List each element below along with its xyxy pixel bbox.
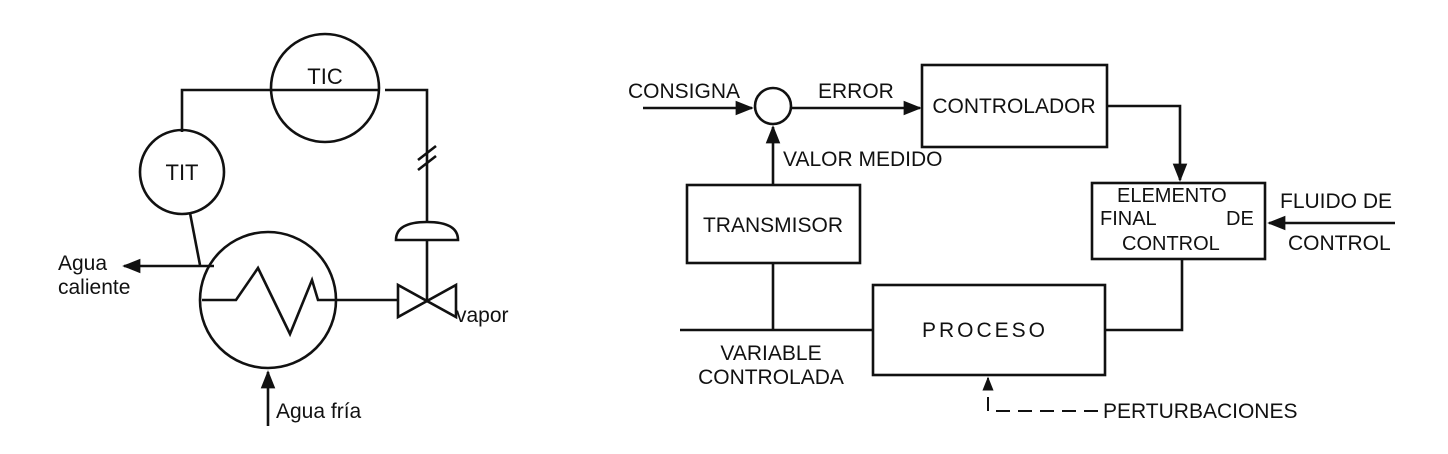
final-element-block [1090, 181, 1267, 261]
measured-value-label: VALOR MEDIDO [783, 148, 942, 171]
controlled-variable-label-1: VARIABLE [720, 342, 821, 365]
pid-diagram: TIC TIT Agua caliente Agua fría vapor [58, 32, 509, 426]
block-diagram: CONSIGNA ERROR CONTROLADOR ELEMENTO FINA… [628, 63, 1395, 423]
setpoint-label: CONSIGNA [628, 80, 740, 103]
summing-junction [753, 86, 793, 126]
transmitter-label: TRANSMISOR [703, 214, 843, 237]
control-fluid-label-2: CONTROL [1288, 232, 1391, 255]
tit-instrument [138, 128, 226, 216]
signal-line-tit-tic [180, 88, 270, 132]
hot-water-label-2: caliente [58, 276, 130, 299]
error-label: ERROR [818, 80, 894, 103]
control-fluid-label-1: FLUIDO DE [1280, 190, 1392, 213]
controller-label: CONTROLADOR [932, 95, 1095, 118]
pneumatic-tick-1 [417, 144, 437, 162]
final-element-label-2b: DE [1226, 208, 1254, 230]
final-element-to-process [1105, 259, 1184, 332]
valve-body-icon [396, 282, 458, 320]
exchanger-coil [202, 265, 398, 338]
valve-actuator [394, 220, 460, 242]
final-element-label-3: CONTROL [1122, 233, 1220, 255]
final-element-label-1: ELEMENTO [1117, 185, 1227, 207]
controlled-variable-label-2: CONTROLADA [698, 366, 844, 389]
disturbance-line [982, 376, 1098, 412]
signal-line-tic-valve [385, 88, 429, 222]
process-label: PROCESO [922, 319, 1048, 342]
tit-label: TIT [166, 160, 199, 185]
tic-instrument [269, 32, 381, 144]
final-element-label-2a: FINAL [1100, 208, 1157, 230]
pneumatic-tick-2 [417, 154, 437, 172]
disturbances-label: PERTURBACIONES [1103, 400, 1298, 423]
tic-label: TIC [307, 64, 343, 89]
tit-sensor-line [188, 212, 202, 266]
controller-to-final-element [1107, 104, 1188, 182]
cold-water-label: Agua fría [276, 400, 362, 423]
hot-water-label-1: Agua [58, 252, 107, 275]
steam-label: vapor [456, 304, 509, 327]
